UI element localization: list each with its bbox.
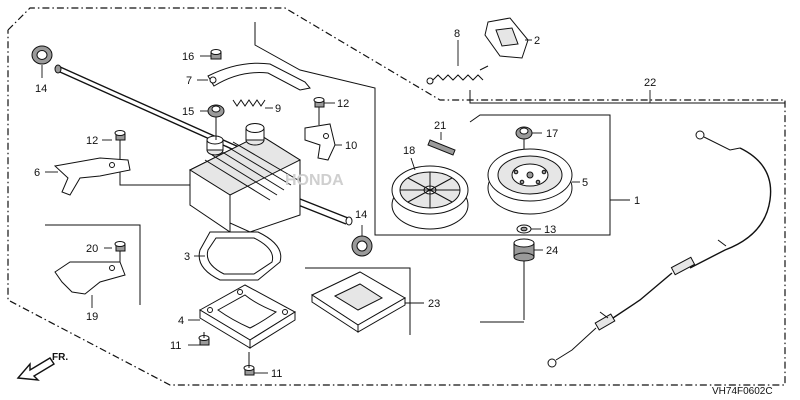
spring-9 [232,99,273,109]
gearbox-housing: HONDA [188,123,344,233]
callout-23: 23 [428,298,440,310]
callout-9: 9 [275,103,281,115]
control-cable-22 [547,130,772,368]
cable-group-bracket [469,90,785,104]
callout-13: 13 [544,224,556,236]
key-21 [427,132,456,156]
arm-6 [45,157,131,196]
nut-17 [515,126,542,150]
bearing-lower [351,225,373,257]
callout-11-right: 11 [271,368,282,380]
callout-7: 7 [186,75,192,87]
collar-24 [480,238,543,323]
bolt-11-right [243,352,268,376]
callout-19: 19 [86,311,98,323]
bolt-20 [104,241,126,270]
pulley-18 [391,157,469,230]
callout-14-lower: 14 [355,209,367,221]
callout-11-left: 11 [170,340,181,352]
callout-16: 16 [182,51,194,63]
svg-text:HONDA: HONDA [285,172,344,189]
callout-21: 21 [434,120,446,132]
transmission-group-bracket [254,22,630,236]
callout-4: 4 [178,315,184,327]
callout-5: 5 [582,177,588,189]
bracket-2 [484,17,532,59]
callout-10: 10 [345,140,357,152]
bracket-10 [304,123,342,161]
callout-3: 3 [184,251,190,263]
callout-6: 6 [34,167,40,179]
callout-12-upper: 12 [337,98,349,110]
front-direction-arrow: FR. [16,352,68,381]
spring-8 [426,40,489,85]
bearing-upper-left [31,45,53,78]
cover-4 [188,284,296,349]
callout-24: 24 [546,245,558,257]
bolt-16 [200,49,222,60]
callout-14-upper: 14 [35,83,47,95]
callout-20: 20 [86,243,98,255]
callout-1: 1 [634,195,640,207]
callout-8: 8 [454,28,460,40]
shift-lever-7 [197,62,311,91]
assembly-frame [7,7,786,386]
plate-23 [310,271,424,333]
callout-18: 18 [403,145,415,157]
front-label: FR. [52,352,68,363]
bracket-19 [54,261,126,308]
bolt-11-left [188,332,210,346]
callout-2: 2 [534,35,540,47]
washer-13 [516,224,541,234]
pulley-5 [487,148,580,215]
bolt-12-upper [313,97,335,125]
diagram-code: VH74F0602C [712,386,773,397]
callout-17: 17 [546,128,558,140]
callout-labels: 1 2 3 4 5 6 7 8 9 10 11 11 12 12 13 14 1… [34,28,656,380]
gasket-3 [194,231,282,281]
callout-22: 22 [644,77,656,89]
callout-12-left: 12 [86,135,98,147]
callout-15: 15 [182,106,194,118]
bolt-12-left [102,130,126,160]
collar-15 [200,104,225,140]
